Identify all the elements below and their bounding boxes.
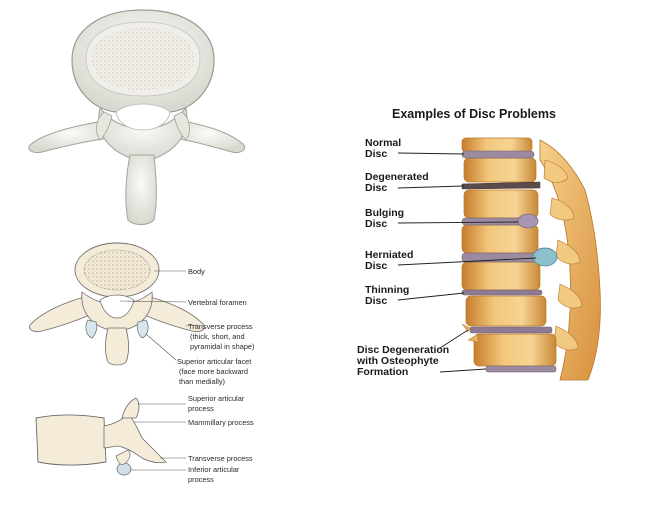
label-superior-articular-process-2: process — [188, 404, 214, 413]
label-mammillary-process: Mammillary process — [188, 418, 254, 427]
superior-diagram-labels: Body Vertebral foramen Transverse proces… — [177, 267, 255, 386]
label-transverse-process-1: Transverse process — [188, 322, 253, 331]
label-thinning-disc-1: Thinning — [365, 284, 409, 296]
label-degenerated-disc-1: Degenerated — [365, 171, 429, 183]
disc-problems-title: Examples of Disc Problems — [392, 107, 556, 121]
disc-thinning — [461, 289, 543, 296]
label-osteophyte-3: Formation — [357, 366, 408, 378]
lateral-diagram-labels: Superior articular process Mammillary pr… — [188, 394, 254, 484]
disc-degenerated — [461, 181, 541, 190]
label-inferior-articular-process-2: process — [188, 475, 214, 484]
label-bulging-disc-2: Disc — [365, 218, 387, 230]
disc-bulge — [517, 213, 539, 229]
label-herniated-disc-2: Disc — [365, 260, 387, 272]
label-superior-facet-1: Superior articular facet — [177, 357, 251, 366]
label-superior-facet-2: (face more backward — [179, 367, 248, 376]
label-transverse-process-3: pyramidal in shape) — [190, 342, 255, 351]
label-osteophyte-2: with Osteophyte — [356, 355, 439, 367]
leader-lines-disc — [397, 152, 537, 373]
lumbar-superior-diagram — [29, 242, 205, 366]
lumbar-vertebra-photo — [28, 9, 246, 225]
leader-lines-superior — [119, 270, 199, 361]
spine-illustration — [461, 137, 601, 381]
disc-normal — [461, 150, 535, 159]
label-superior-articular-process-1: Superior articular — [188, 394, 245, 403]
label-inferior-articular-process-1: Inferior articular — [188, 465, 240, 474]
label-superior-facet-3: than medially) — [179, 377, 225, 386]
leader-lines-lateral — [131, 403, 186, 471]
disc-herniation — [532, 247, 558, 267]
disc-problem-labels: Normal Disc Degenerated Disc Bulging Dis… — [356, 137, 449, 378]
label-osteophyte-1: Disc Degeneration — [357, 344, 449, 356]
label-herniated-disc-1: Herniated — [365, 249, 413, 261]
label-bulging-disc-1: Bulging — [365, 207, 404, 219]
label-normal-disc-2: Disc — [365, 148, 387, 160]
lumbar-lateral-diagram — [35, 397, 167, 476]
label-vertebral-foramen: Vertebral foramen — [188, 298, 247, 307]
label-normal-disc-1: Normal — [365, 137, 401, 149]
label-body: Body — [188, 267, 205, 276]
label-thinning-disc-2: Disc — [365, 295, 387, 307]
label-degenerated-disc-2: Disc — [365, 182, 387, 194]
label-transverse-process-2: (thick, short, and — [190, 332, 245, 341]
label-transverse-process-lateral: Transverse process — [188, 454, 253, 463]
